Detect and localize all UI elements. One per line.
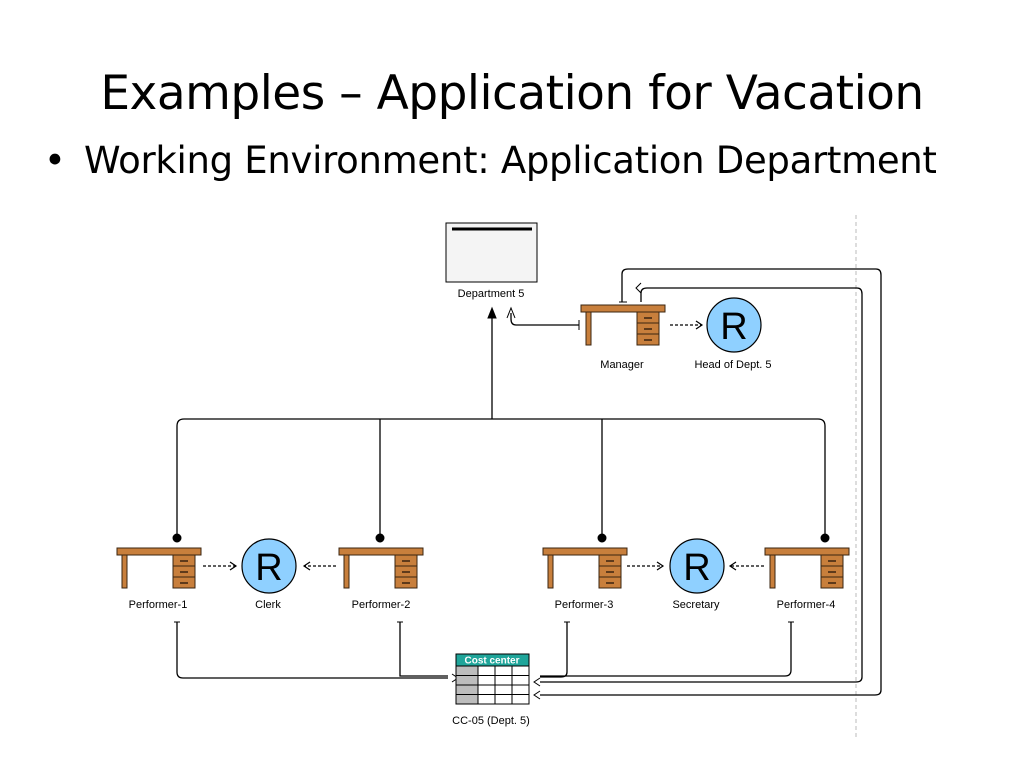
- position-label: Performer-2: [352, 599, 411, 611]
- connections: [176, 268, 882, 696]
- cost-center-label: CC-05 (Dept. 5): [452, 715, 530, 727]
- role-clerk: R Clerk: [241, 538, 297, 611]
- role-label: Secretary: [672, 599, 720, 611]
- position-performer-3: Performer-3: [542, 547, 628, 611]
- position-label: Performer-3: [555, 599, 614, 611]
- position-performer-1: Performer-1: [116, 547, 202, 611]
- role-label: Head of Dept. 5: [694, 359, 771, 371]
- position-manager: Manager: [580, 304, 666, 371]
- desk-icon: [338, 547, 424, 589]
- desk-icon: [580, 304, 666, 346]
- org-unit-department-5: Department 5: [445, 222, 538, 300]
- desk-icon: [764, 547, 850, 589]
- role-head-of-dept-5: R Head of Dept. 5: [694, 297, 772, 371]
- bullet-item: • Working Environment: Application Depart…: [44, 139, 937, 182]
- bullet-symbol: •: [44, 139, 66, 182]
- position-label: Manager: [600, 359, 644, 371]
- desk-icon: [116, 547, 202, 589]
- cost-center-cc-05: Cost center CC-05 (Dept. 5): [452, 653, 530, 727]
- org-unit-label: Department 5: [458, 288, 525, 300]
- role-secretary: R Secretary: [669, 538, 725, 611]
- role-label: Clerk: [255, 599, 281, 611]
- cost-center-header: Cost center: [464, 656, 519, 667]
- line-markers: [172, 282, 830, 700]
- bullet-text: Working Environment: Application Departm…: [84, 139, 937, 182]
- position-performer-4: Performer-4: [764, 547, 850, 611]
- role-links: [203, 320, 764, 571]
- position-performer-2: Performer-2: [338, 547, 424, 611]
- role-symbol: R: [683, 547, 710, 589]
- position-label: Performer-4: [777, 599, 836, 611]
- slide-title: Examples – Application for Vacation: [100, 66, 924, 121]
- role-symbol: R: [255, 547, 282, 589]
- desk-icon: [542, 547, 628, 589]
- role-symbol: R: [720, 306, 747, 348]
- position-label: Performer-1: [129, 599, 188, 611]
